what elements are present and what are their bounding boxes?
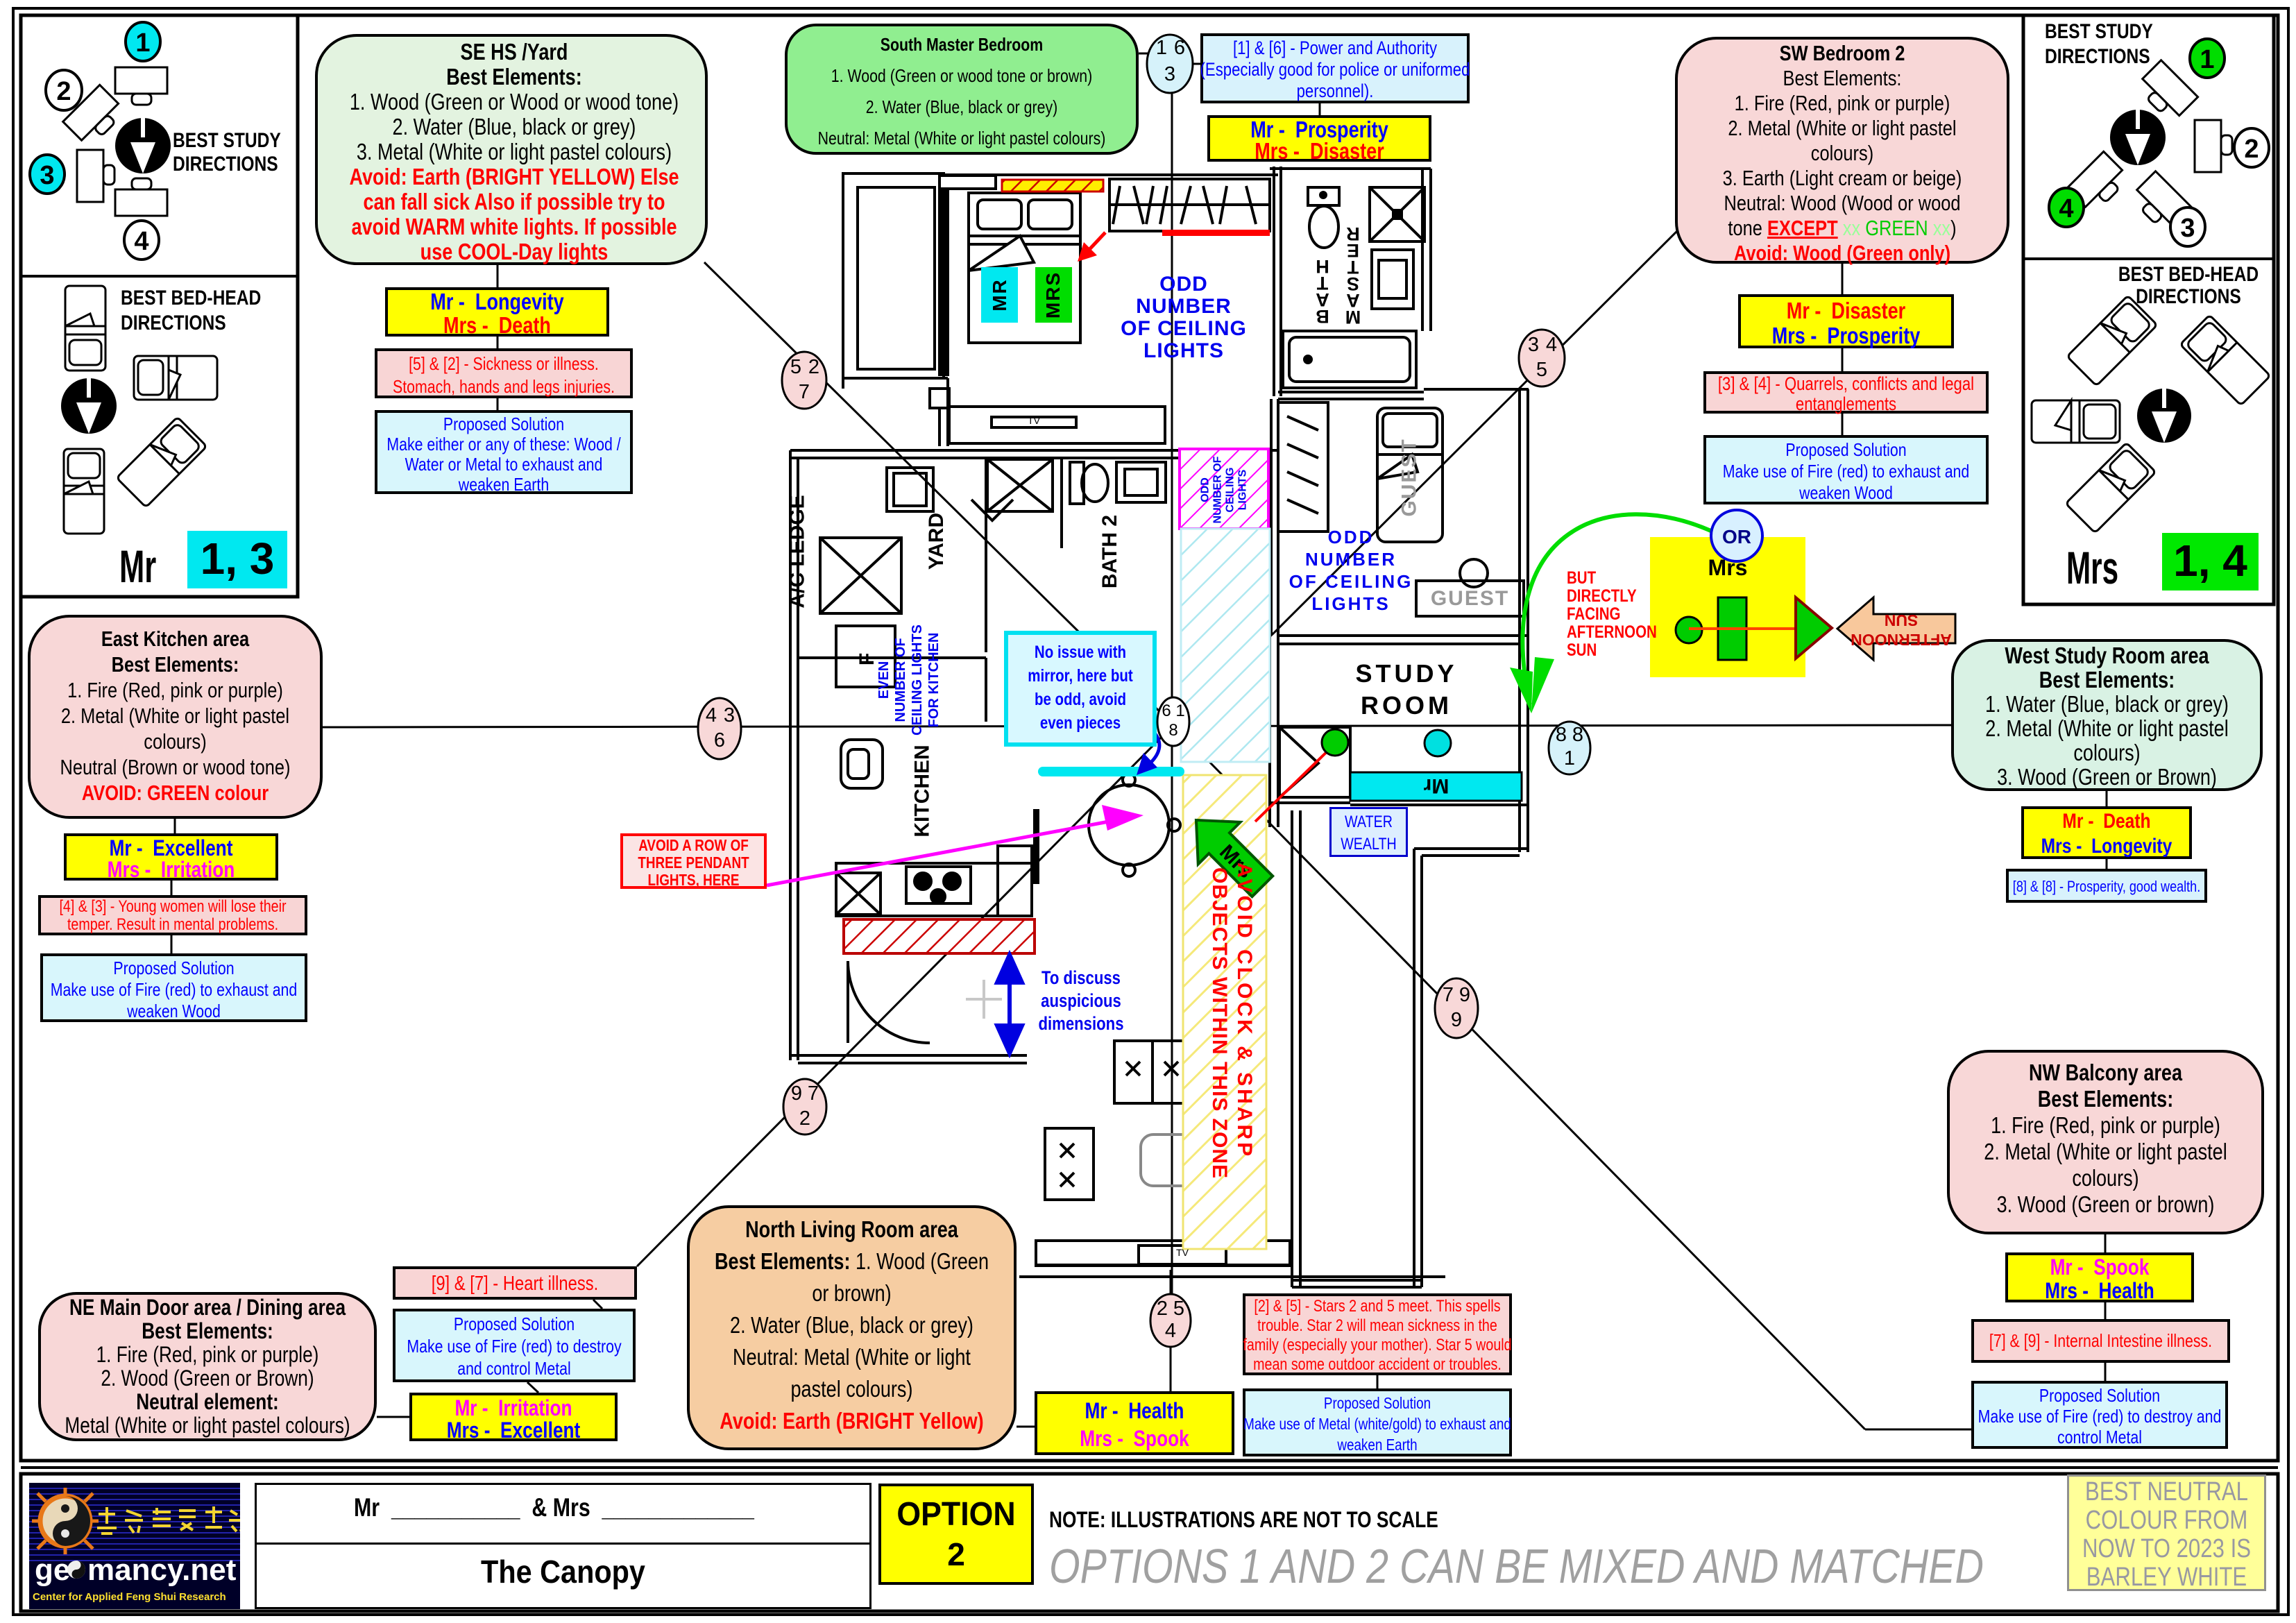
svg-text:2: 2 bbox=[56, 77, 71, 106]
svg-text:3: 3 bbox=[1164, 63, 1175, 85]
svg-text:1: 1 bbox=[1175, 702, 1184, 720]
svg-text:5: 5 bbox=[1173, 1298, 1184, 1320]
svg-text:2: 2 bbox=[808, 356, 819, 378]
svg-text:4: 4 bbox=[1546, 334, 1557, 356]
svg-text:6: 6 bbox=[1162, 702, 1171, 720]
svg-text:2: 2 bbox=[2244, 135, 2259, 164]
svg-text:3: 3 bbox=[724, 704, 735, 726]
svg-text:6: 6 bbox=[1174, 37, 1185, 59]
svg-text:6: 6 bbox=[714, 729, 725, 751]
svg-text:7: 7 bbox=[799, 381, 810, 403]
svg-text:5: 5 bbox=[1536, 359, 1547, 381]
svg-text:2: 2 bbox=[1157, 1298, 1168, 1320]
svg-text:mancy.net: mancy.net bbox=[87, 1553, 237, 1587]
svg-text:SUN: SUN bbox=[1885, 611, 1919, 629]
svg-text:OR: OR bbox=[1722, 526, 1751, 547]
svg-text:9: 9 bbox=[1451, 1009, 1462, 1031]
svg-text:1: 1 bbox=[1564, 747, 1575, 770]
svg-text:9: 9 bbox=[1459, 984, 1470, 1006]
svg-text:3: 3 bbox=[1528, 334, 1539, 356]
svg-text:7: 7 bbox=[1443, 984, 1454, 1006]
svg-text:8: 8 bbox=[1556, 724, 1567, 746]
svg-text:3: 3 bbox=[40, 161, 54, 190]
svg-text:AFTERNOON: AFTERNOON bbox=[1851, 631, 1952, 649]
svg-text:1: 1 bbox=[2200, 45, 2214, 74]
svg-text:Center for Applied Feng Shui R: Center for Applied Feng Shui Research bbox=[33, 1591, 226, 1603]
svg-text:5: 5 bbox=[790, 356, 801, 378]
svg-text:9: 9 bbox=[791, 1082, 802, 1105]
svg-text:8: 8 bbox=[1572, 724, 1583, 746]
svg-text:2: 2 bbox=[799, 1107, 810, 1130]
svg-text:4: 4 bbox=[706, 704, 717, 726]
svg-text:4: 4 bbox=[134, 227, 148, 256]
svg-text:4: 4 bbox=[2059, 194, 2073, 223]
svg-text:4: 4 bbox=[1165, 1320, 1176, 1342]
svg-text:3: 3 bbox=[2180, 214, 2195, 243]
svg-text:8: 8 bbox=[1168, 721, 1177, 740]
svg-text:Mr: Mr bbox=[1423, 774, 1449, 797]
svg-text:7: 7 bbox=[808, 1082, 819, 1105]
svg-text:ge: ge bbox=[35, 1553, 70, 1587]
svg-text:1: 1 bbox=[1156, 37, 1167, 59]
svg-text:1: 1 bbox=[135, 28, 150, 58]
